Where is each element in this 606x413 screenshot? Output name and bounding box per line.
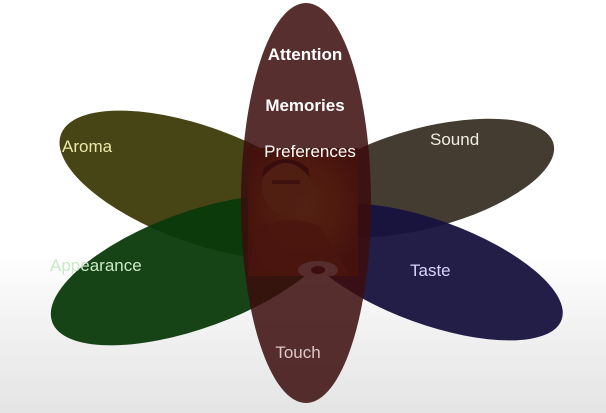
petal-label-touch: Touch	[275, 343, 320, 362]
petal-label-aroma: Aroma	[62, 137, 113, 156]
petal-vertical	[241, 3, 371, 403]
center-label-memories: Memories	[265, 96, 344, 115]
petal-label-taste: Taste	[410, 261, 451, 280]
petal-label-appearance: Appearance	[50, 256, 142, 275]
petal-label-sound: Sound	[430, 130, 479, 149]
center-label-attention: Attention	[268, 45, 343, 64]
center-label-preferences: Preferences	[264, 142, 356, 161]
